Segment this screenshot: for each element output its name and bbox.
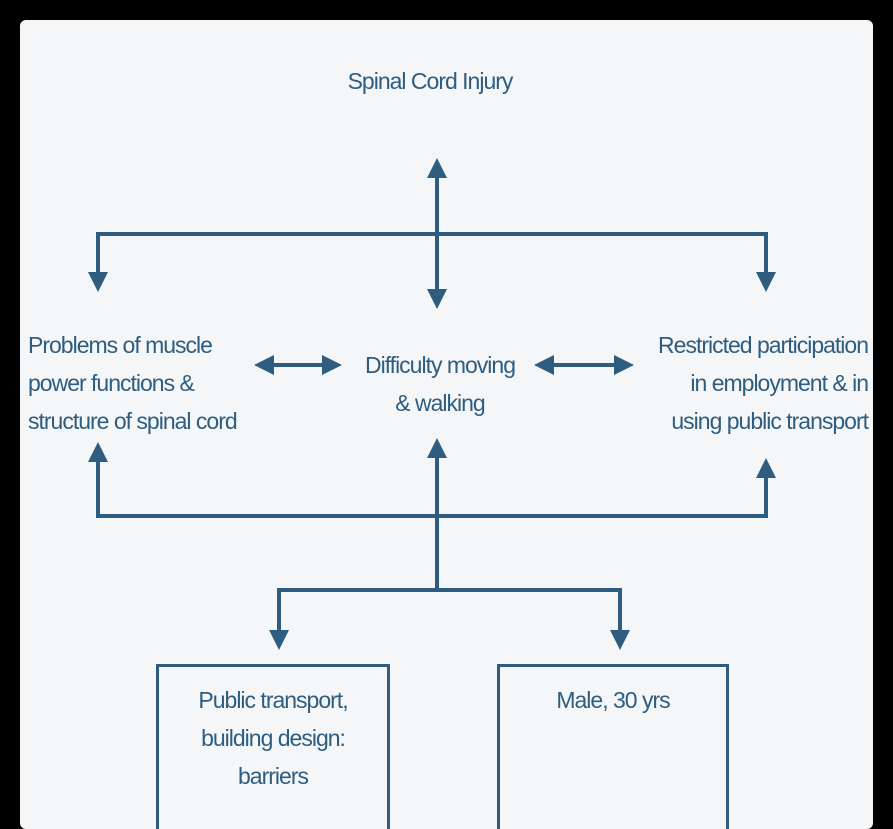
box-personal-factors: Male, 30 yrs xyxy=(497,664,729,829)
box-environmental-factors: Public transport, building design: barri… xyxy=(156,664,390,829)
node-personal: Male, 30 yrs xyxy=(556,687,670,713)
node-participation: Restricted participation in employment &… xyxy=(658,332,869,434)
node-environmental: Public transport, building design: barri… xyxy=(198,687,348,789)
node-activity: Difficulty moving & walking xyxy=(364,352,516,416)
diagram-panel xyxy=(20,20,873,829)
node-health-condition: Spinal Cord Injury xyxy=(347,68,514,94)
node-body-functions: Problems of muscle power functions & str… xyxy=(28,332,238,434)
